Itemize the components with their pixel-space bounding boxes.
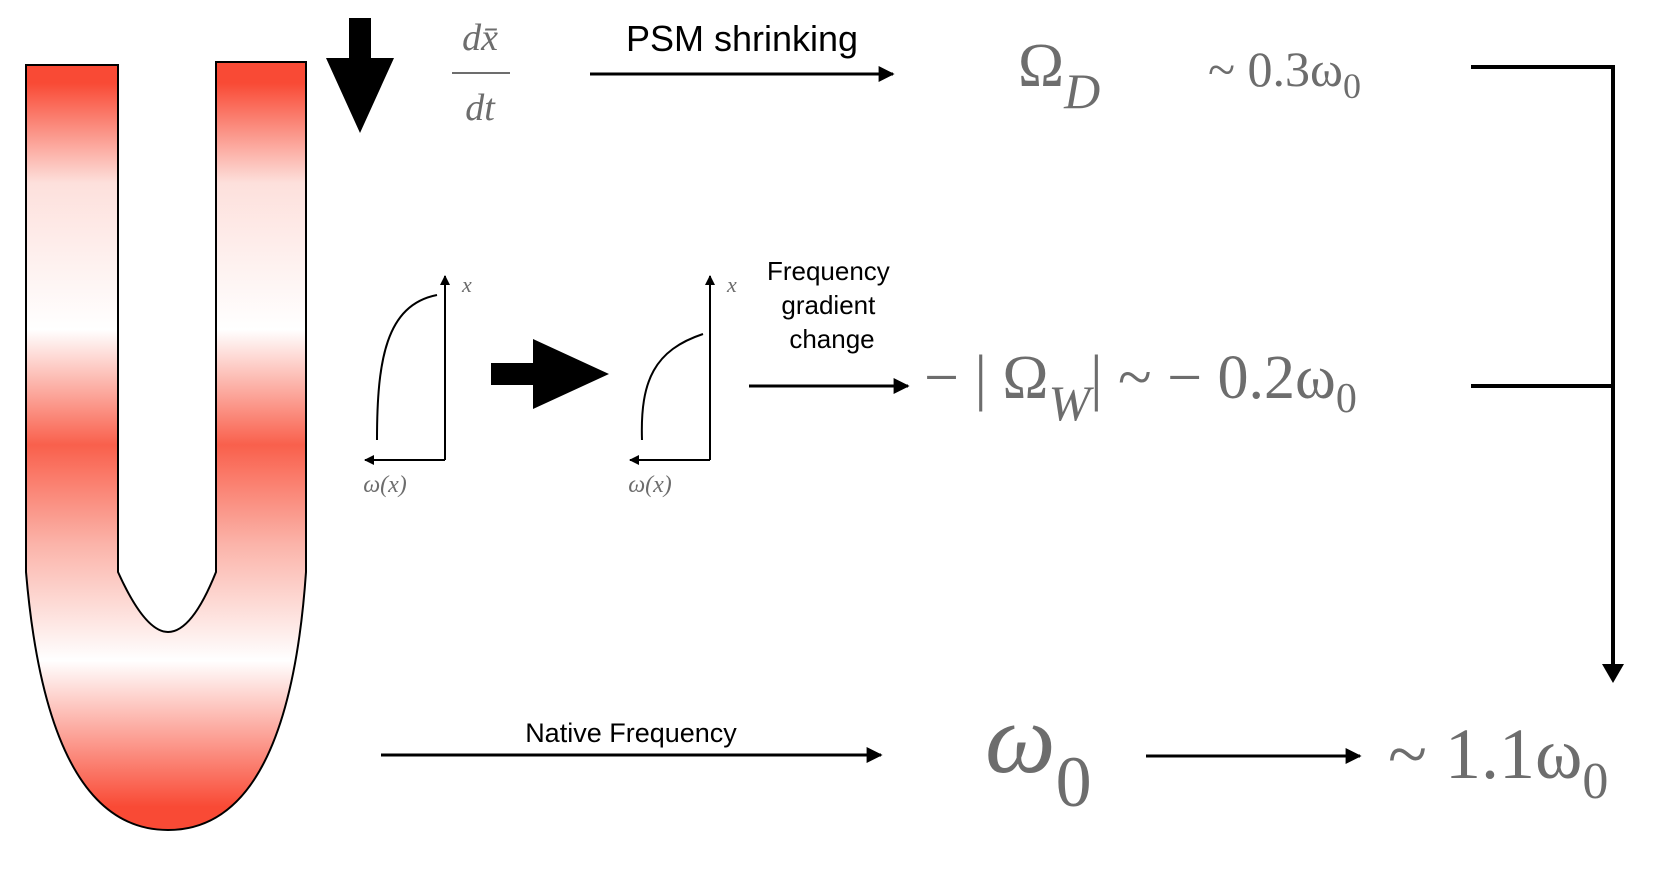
graph2-x-label: ω(x): [628, 472, 672, 498]
down-arrow-icon: [326, 18, 394, 133]
derivative-denominator: dt: [465, 87, 496, 129]
omega-d-value: ~ 0.3ω0: [1208, 41, 1361, 106]
psm-shrinking-label: PSM shrinking: [626, 18, 858, 59]
frequency-gradient-graph-after: x ω(x): [628, 272, 737, 498]
sum-arrow-head: [1602, 664, 1624, 683]
omega-w-term: − | ΩW| ~ − 0.2ω0: [924, 344, 1357, 431]
graph2-y-label: x: [726, 272, 737, 297]
total-frequency-value: ~ 1.1ω0: [1388, 714, 1608, 810]
u-tube-shape: [25, 61, 307, 832]
graph1-x-label: ω(x): [363, 472, 407, 498]
derivative-numerator: dx̄: [462, 17, 498, 59]
frequency-gradient-change-label: Frequency gradient change: [767, 256, 897, 354]
frequency-gradient-graph-before: x ω(x): [363, 272, 472, 498]
native-frequency-label: Native Frequency: [525, 718, 737, 748]
graph1-y-label: x: [461, 272, 472, 297]
right-arrow-icon: [491, 339, 609, 409]
omega-d-term: ΩD: [1018, 32, 1100, 119]
sum-connector: [1471, 65, 1615, 675]
omega-zero-term: ω0: [985, 683, 1092, 822]
